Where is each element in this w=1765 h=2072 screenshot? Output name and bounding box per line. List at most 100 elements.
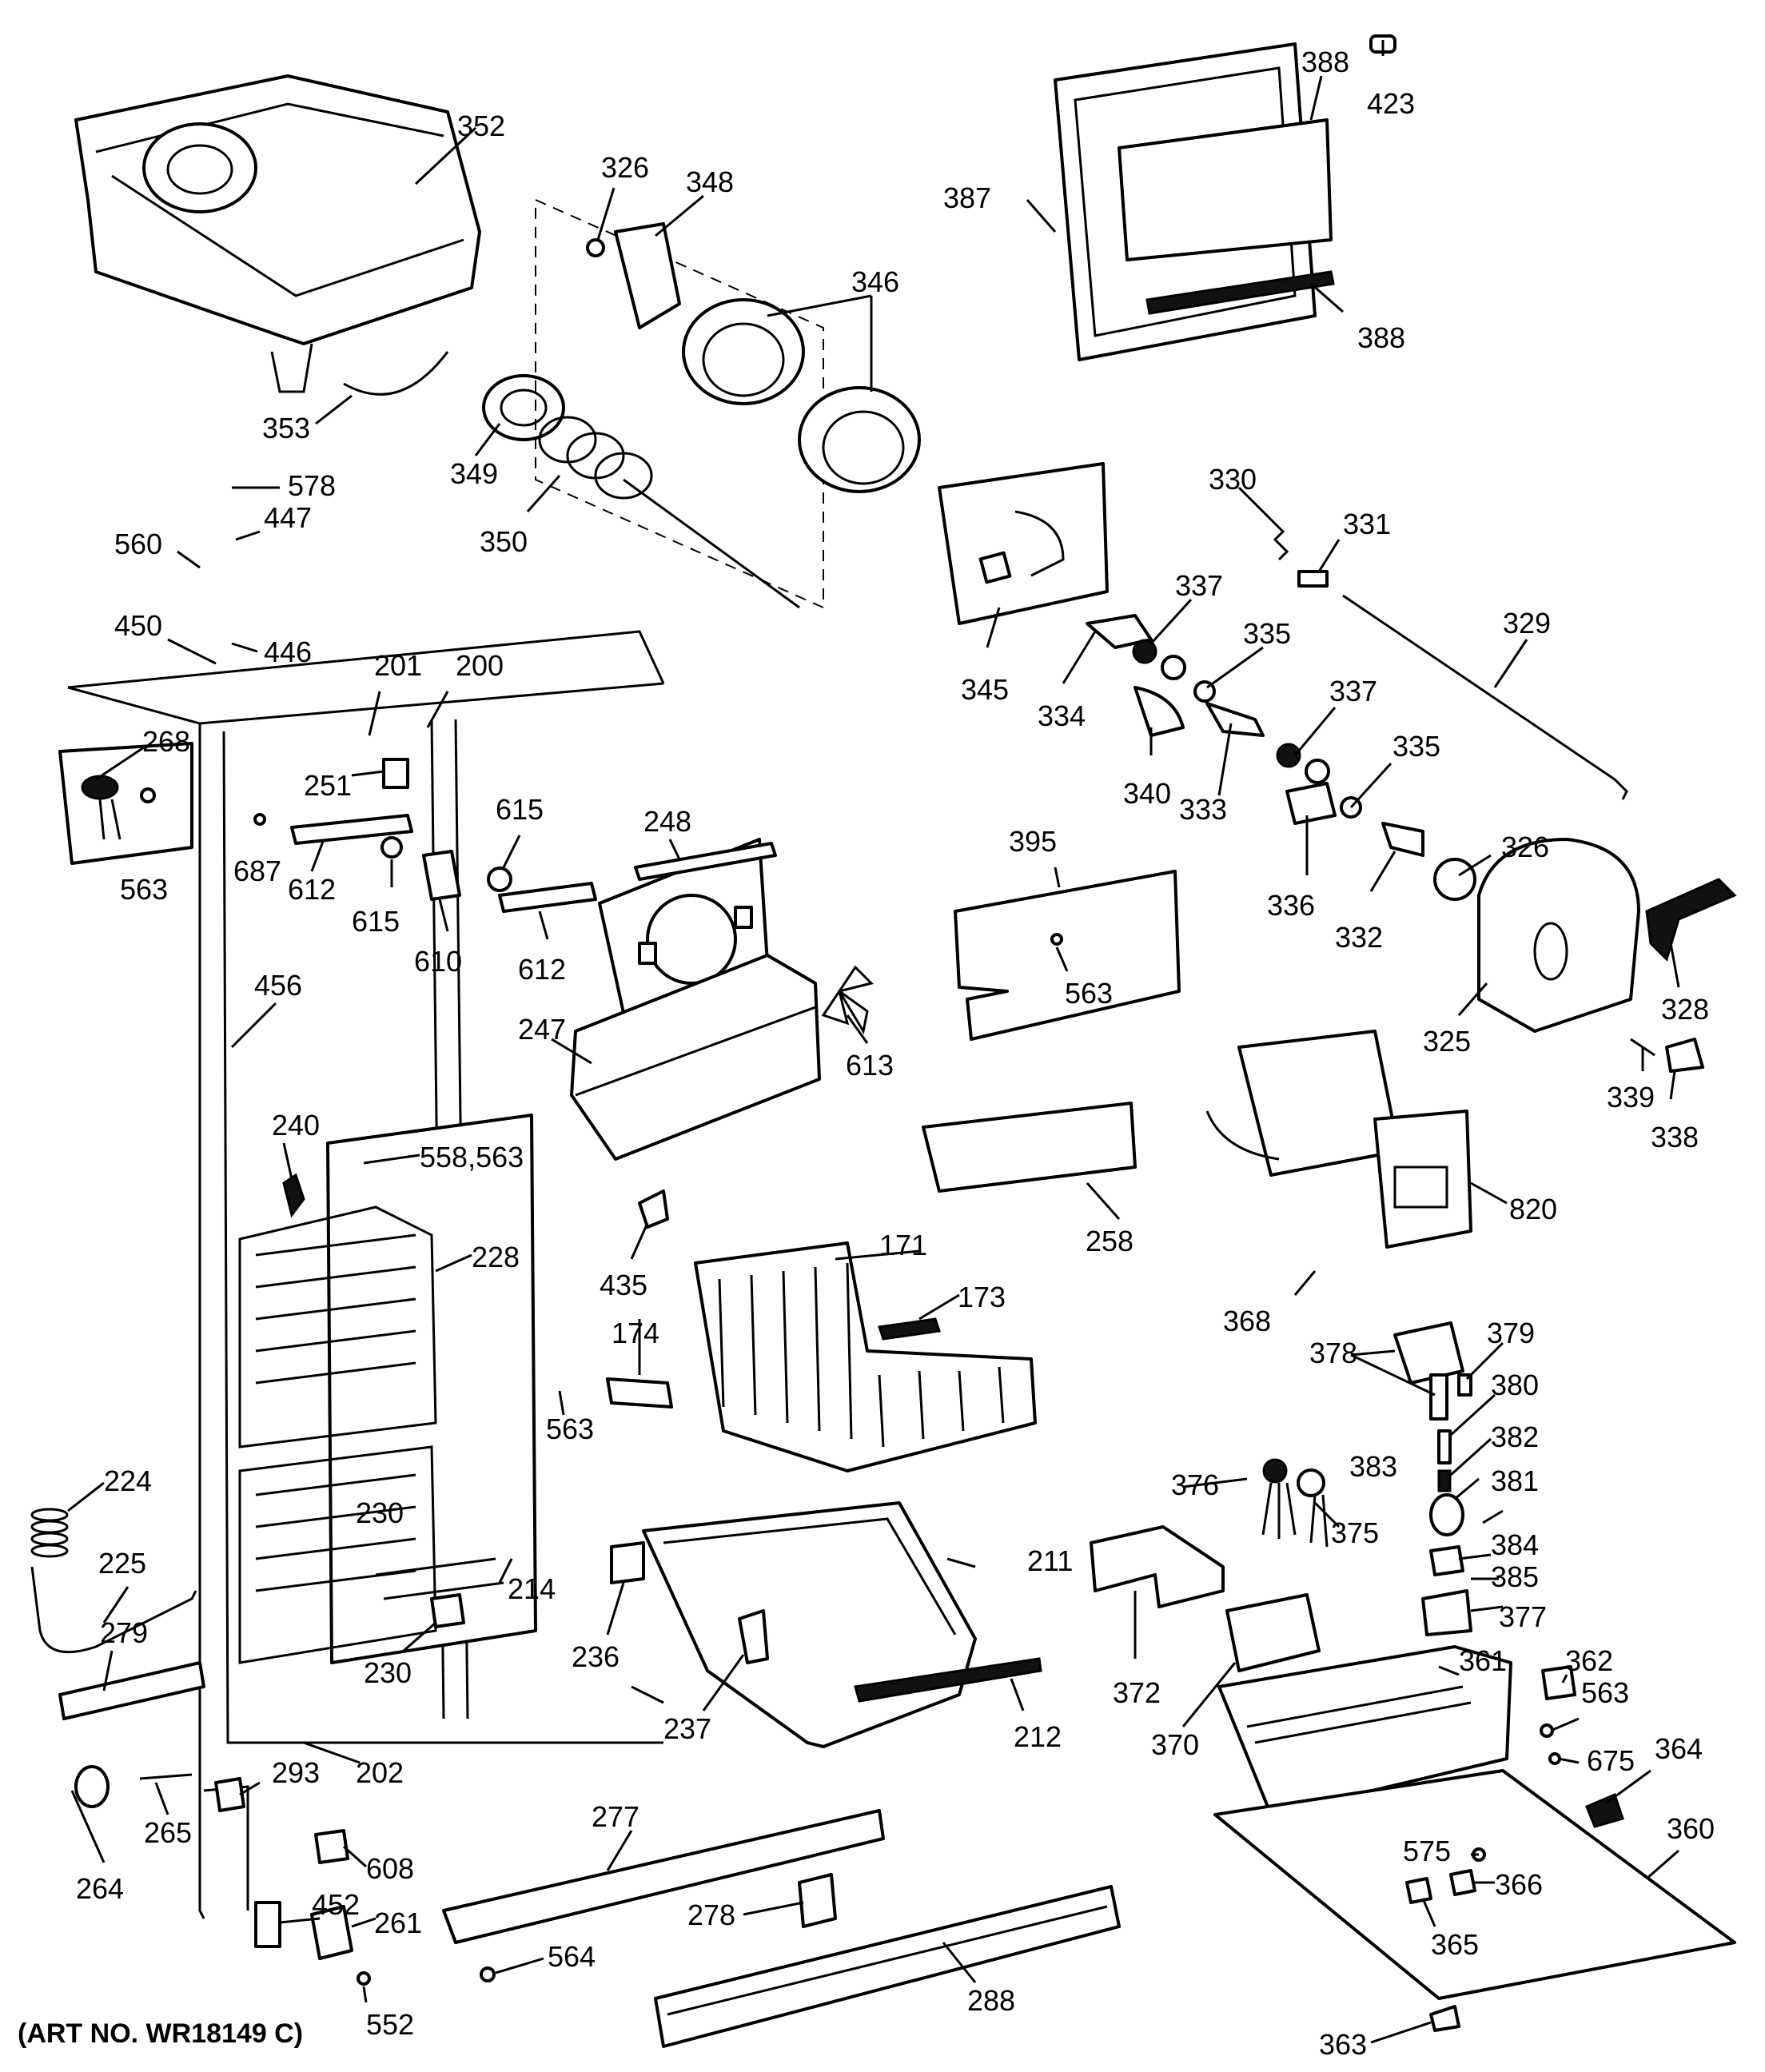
bracket-612-left <box>290 814 413 845</box>
bracket-230 <box>430 1593 465 1628</box>
callout-333: 333 <box>1179 793 1227 826</box>
callout-225: 225 <box>98 1547 146 1580</box>
callout-326: 326 <box>601 151 649 184</box>
callout-366: 366 <box>1495 1868 1543 1901</box>
clip-365 <box>1405 1877 1432 1904</box>
grommet-615-left <box>380 836 403 859</box>
callout-446: 446 <box>264 636 312 668</box>
cover-372 <box>1090 1525 1225 1608</box>
motor-370 <box>1225 1593 1321 1672</box>
axle-265 <box>139 1773 193 1780</box>
callout-610: 610 <box>414 945 462 978</box>
callout-349: 349 <box>450 457 498 490</box>
dispenser-door-387 <box>1054 42 1335 361</box>
callout-331: 331 <box>1343 508 1391 540</box>
callout-237: 237 <box>663 1712 711 1745</box>
callout-452: 452 <box>312 1888 360 1921</box>
screw-552 <box>357 1971 371 1986</box>
callout-613: 613 <box>846 1049 894 1082</box>
callout-370: 370 <box>1151 1728 1199 1761</box>
callout-337-top: 337 <box>1175 569 1223 602</box>
callout-563-mid: 563 <box>546 1413 594 1445</box>
assembly-outline <box>535 198 824 609</box>
callout-552: 552 <box>366 2008 414 2041</box>
evaporator-cover-395 <box>954 870 1181 1041</box>
callout-381: 381 <box>1491 1464 1539 1497</box>
dispenser-base-361 <box>1217 1645 1512 1816</box>
damper-237 <box>738 1609 769 1664</box>
callout-171: 171 <box>879 1229 927 1261</box>
mounting-plate-345 <box>938 462 1109 625</box>
callout-236: 236 <box>572 1640 620 1673</box>
heater-wire-240 <box>282 1173 305 1218</box>
wire-harness-376 <box>1261 1458 1297 1539</box>
callout-365: 365 <box>1431 1928 1479 1961</box>
evaporator-panel-214 <box>238 1114 537 1664</box>
cam-gear-stack <box>1086 614 1424 857</box>
callout-346: 346 <box>851 265 899 298</box>
callout-563-right: 563 <box>1581 1676 1629 1709</box>
bushing-326-top <box>586 238 605 257</box>
wire-harness-375 <box>1297 1468 1329 1548</box>
callout-575: 575 <box>1403 1835 1451 1867</box>
callout-384: 384 <box>1491 1528 1539 1561</box>
callout-332: 332 <box>1335 921 1383 954</box>
callout-388-bottom: 388 <box>1357 321 1405 354</box>
callout-201: 201 <box>374 649 422 682</box>
callout-560: 560 <box>114 528 162 560</box>
callout-240: 240 <box>272 1109 320 1142</box>
control-cover-258 <box>922 1102 1137 1193</box>
callout-353: 353 <box>262 412 310 444</box>
callout-820: 820 <box>1509 1193 1557 1225</box>
callout-278: 278 <box>687 1899 735 1931</box>
callout-350: 350 <box>480 525 528 558</box>
bracket-338 <box>1665 1038 1704 1073</box>
damper-bracket-236 <box>610 1541 645 1584</box>
callout-395: 395 <box>1009 825 1057 858</box>
callout-288: 288 <box>967 1984 1015 2017</box>
callout-264: 264 <box>76 1872 124 1905</box>
callout-380: 380 <box>1491 1369 1539 1401</box>
callout-608: 608 <box>366 1852 414 1885</box>
callout-385: 385 <box>1491 1560 1539 1593</box>
seal-248 <box>634 842 777 881</box>
callout-362: 362 <box>1565 1644 1613 1677</box>
hinge-608 <box>314 1829 349 1864</box>
art-number-caption: (ART NO. WR18149 C) <box>18 2018 303 2049</box>
callout-372: 372 <box>1113 1676 1161 1709</box>
blade-348 <box>614 222 681 329</box>
callout-375: 375 <box>1331 1516 1379 1549</box>
callout-330: 330 <box>1209 463 1257 496</box>
fan-shroud-247 <box>570 838 821 1161</box>
fan-blade-613 <box>821 965 874 1035</box>
callout-329: 329 <box>1503 607 1551 640</box>
callout-336: 336 <box>1267 889 1315 922</box>
wire-basket-171 <box>694 1241 1037 1472</box>
door-flap-388-top <box>1118 118 1333 261</box>
callout-378: 378 <box>1309 1337 1357 1369</box>
bracket-293 <box>214 1777 245 1812</box>
callout-325: 325 <box>1423 1025 1471 1058</box>
light-socket-panel-268 <box>58 742 193 865</box>
callout-612-right: 612 <box>518 953 566 986</box>
callout-387: 387 <box>943 181 991 214</box>
callout-224: 224 <box>104 1464 152 1497</box>
damper-control-610 <box>422 850 461 901</box>
bracket-174 <box>606 1377 673 1409</box>
callout-564: 564 <box>548 1940 596 1973</box>
clip-331 <box>1297 570 1329 588</box>
callout-388-top: 388 <box>1301 46 1349 78</box>
callout-423: 423 <box>1367 87 1415 120</box>
callout-335-mid: 335 <box>1392 730 1440 763</box>
ice-bucket-352 <box>74 74 481 393</box>
callout-675: 675 <box>1587 1744 1635 1777</box>
clip-366 <box>1449 1869 1476 1896</box>
callout-214: 214 <box>508 1572 556 1605</box>
callout-211: 211 <box>1027 1544 1073 1577</box>
fan-clip-435 <box>638 1189 669 1229</box>
callout-376: 376 <box>1171 1468 1219 1501</box>
callout-361: 361 <box>1459 1644 1507 1677</box>
rod-329 <box>1342 594 1628 800</box>
grommet-615-right <box>487 867 512 892</box>
callout-335-top: 335 <box>1243 617 1291 650</box>
